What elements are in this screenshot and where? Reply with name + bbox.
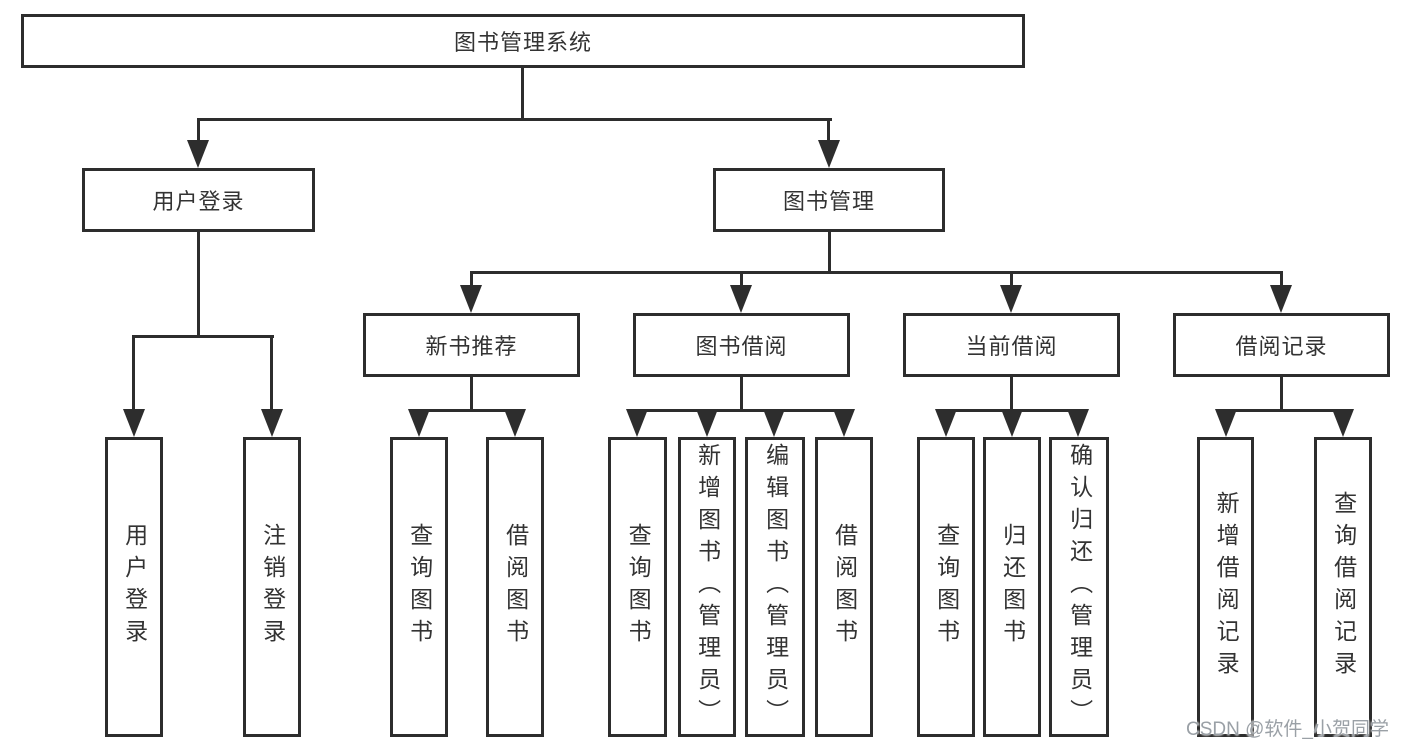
connector-line <box>132 335 135 415</box>
connector-line <box>635 409 846 412</box>
node-root-system-label: 图书管理系统 <box>453 30 592 55</box>
connector-line <box>197 231 200 337</box>
node-user-login: 用户登录 <box>82 168 315 232</box>
connector-line <box>827 118 830 146</box>
arrow-down-icon <box>1000 285 1022 313</box>
csdn-watermark: CSDN @软件_小贺同学 <box>1186 719 1389 740</box>
leaf-recommend-borrow-books-label: 借阅图书 <box>502 523 529 651</box>
leaf-user-login: 用户登录 <box>105 437 163 737</box>
leaf-edit-books-admin-label: 编辑图书（管理员） <box>762 443 789 731</box>
leaf-edit-books-admin: 编辑图书（管理员） <box>745 437 805 737</box>
arrow-down-icon <box>123 409 145 437</box>
connector-line <box>1280 271 1283 289</box>
connector-line <box>197 118 832 121</box>
arrow-down-icon <box>1332 409 1354 437</box>
leaf-logout: 注销登录 <box>243 437 301 737</box>
node-current-borrowing-label: 当前借阅 <box>965 334 1058 359</box>
leaf-user-login-label: 用户登录 <box>121 523 148 651</box>
connector-line <box>1224 409 1345 412</box>
connector-line <box>740 271 743 289</box>
node-book-management-label: 图书管理 <box>782 189 875 214</box>
arrow-down-icon <box>696 409 718 437</box>
arrow-down-icon <box>1067 409 1089 437</box>
arrow-down-icon <box>730 285 752 313</box>
leaf-recommend-query-books: 查询图书 <box>390 437 448 737</box>
connector-line <box>828 231 831 271</box>
leaf-current-query-books-label: 查询图书 <box>933 523 960 651</box>
node-book-borrowing: 图书借阅 <box>633 313 850 377</box>
leaf-add-borrow-record: 新增借阅记录 <box>1197 437 1254 737</box>
arrow-down-icon <box>818 140 840 168</box>
node-root-system: 图书管理系统 <box>21 14 1025 68</box>
connector-line <box>197 118 200 146</box>
arrow-down-icon <box>504 409 526 437</box>
connector-line <box>470 376 473 411</box>
connector-line <box>132 335 274 338</box>
leaf-query-borrow-record-label: 查询借阅记录 <box>1330 491 1357 683</box>
leaf-query-borrow-record: 查询借阅记录 <box>1314 437 1372 737</box>
node-book-management: 图书管理 <box>713 168 945 232</box>
leaf-add-books-admin: 新增图书（管理员） <box>678 437 736 737</box>
node-book-borrowing-label: 图书借阅 <box>695 334 788 359</box>
leaf-confirm-return-admin: 确认归还（管理员） <box>1049 437 1109 737</box>
leaf-current-query-books: 查询图书 <box>917 437 975 737</box>
connector-line <box>740 376 743 411</box>
connector-line <box>470 271 473 289</box>
arrow-down-icon <box>935 409 957 437</box>
connector-line <box>1010 376 1013 411</box>
connector-line <box>521 67 524 118</box>
connector-line <box>1280 376 1283 411</box>
leaf-confirm-return-admin-label: 确认归还（管理员） <box>1066 443 1093 731</box>
leaf-borrowing-query-books: 查询图书 <box>608 437 667 737</box>
leaf-return-books-label: 归还图书 <box>999 523 1026 651</box>
leaf-logout-label: 注销登录 <box>259 523 286 651</box>
leaf-recommend-borrow-books: 借阅图书 <box>486 437 544 737</box>
leaf-add-borrow-record-label: 新增借阅记录 <box>1213 491 1240 683</box>
node-current-borrowing: 当前借阅 <box>903 313 1120 377</box>
node-new-book-recommend: 新书推荐 <box>363 313 580 377</box>
connector-line <box>270 335 273 415</box>
leaf-recommend-query-books-label: 查询图书 <box>406 523 433 651</box>
connector-line <box>470 271 1283 274</box>
leaf-borrowing-borrow-books-label: 借阅图书 <box>831 523 858 651</box>
arrow-down-icon <box>833 409 855 437</box>
arrow-down-icon <box>187 140 209 168</box>
arrow-down-icon <box>763 409 785 437</box>
connector-line <box>1010 271 1013 289</box>
leaf-return-books: 归还图书 <box>983 437 1041 737</box>
arrow-down-icon <box>1001 409 1023 437</box>
arrow-down-icon <box>626 409 648 437</box>
node-user-login-label: 用户登录 <box>152 189 245 214</box>
node-borrowing-records-label: 借阅记录 <box>1235 334 1328 359</box>
node-borrowing-records: 借阅记录 <box>1173 313 1390 377</box>
connector-line <box>417 409 517 412</box>
node-new-book-recommend-label: 新书推荐 <box>425 334 518 359</box>
arrow-down-icon <box>408 409 430 437</box>
leaf-add-books-admin-label: 新增图书（管理员） <box>694 443 721 731</box>
leaf-borrowing-query-books-label: 查询图书 <box>625 523 652 651</box>
arrow-down-icon <box>460 285 482 313</box>
leaf-borrowing-borrow-books: 借阅图书 <box>815 437 873 737</box>
arrow-down-icon <box>1215 409 1237 437</box>
arrow-down-icon <box>1270 285 1292 313</box>
arrow-down-icon <box>261 409 283 437</box>
